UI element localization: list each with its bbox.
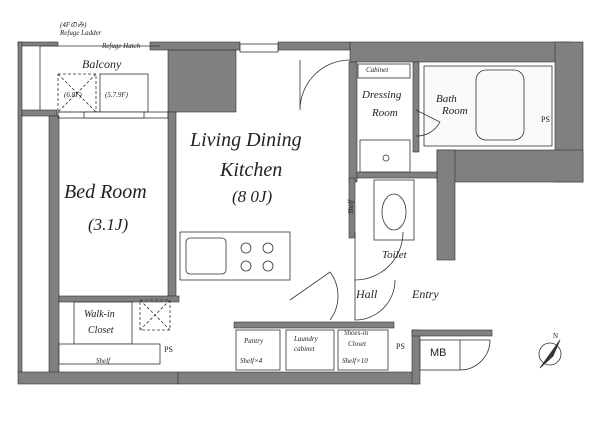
ps-left-label: PS	[164, 345, 173, 354]
pantry-shelf-label: Shelf×4	[240, 357, 263, 365]
walk-in-box	[73, 301, 133, 345]
refuge-ladder-note: (4Fのみ)	[60, 21, 87, 29]
doors	[289, 59, 491, 371]
refuge-hatch-label: Refuge Hatch	[102, 42, 141, 50]
shoes-closet-label-2: Closet	[348, 340, 366, 348]
dressing-room-label-1: Dressing	[362, 89, 402, 101]
ldk-label-2: Kitchen	[220, 159, 283, 181]
balcony-height-right: (5.7.9F)	[105, 91, 128, 99]
entry-label: Entry	[412, 287, 439, 301]
fridge-space	[139, 299, 171, 331]
north-label: N	[553, 332, 559, 340]
storage-boxes	[235, 329, 461, 371]
kitchen-counter	[179, 231, 291, 281]
mb-label: MB	[430, 347, 447, 359]
bathtub	[423, 65, 553, 147]
balcony-label: Balcony	[82, 57, 122, 71]
bath-room-label-1: Bath	[436, 93, 457, 105]
walls	[17, 41, 584, 385]
north-arrow	[538, 339, 562, 369]
shoes-closet-label-1: Shoes-in	[344, 329, 369, 337]
pantry-label: Pantry	[244, 337, 264, 345]
hall-label: Hall	[356, 287, 378, 301]
bed-room-label: Bed Room	[64, 181, 147, 203]
walk-in-closet-label-1: Walk-in	[84, 309, 115, 320]
balcony-height-left: (6.8F)	[64, 91, 82, 99]
washbasin	[359, 139, 411, 173]
toilet-label: Toilet	[382, 249, 407, 261]
ps-center-label: PS	[396, 342, 405, 351]
windows	[83, 43, 279, 119]
ps-right-label: PS	[541, 115, 550, 124]
toilet-fixture	[373, 179, 415, 241]
shelf-bottom-box	[58, 343, 161, 365]
cabinet-box	[357, 63, 411, 79]
bed-room-size: (3.1J)	[88, 215, 129, 234]
ldk-label-1: Living Dining	[190, 129, 302, 151]
laundry-label-1: Laundry	[294, 335, 318, 343]
refuge-ladder-label: Refuge Ladder	[60, 29, 102, 37]
walk-in-closet-label-2: Closet	[88, 325, 114, 336]
ldk-size: (8 0J)	[232, 187, 273, 206]
shelf-bottom-label: Shelf	[96, 357, 110, 365]
shelf-side-label: Shelf	[347, 200, 355, 214]
dressing-room-label-2: Room	[372, 107, 398, 119]
laundry-label-2: cabinet	[294, 345, 315, 353]
bath-room-label-2: Room	[442, 105, 468, 117]
cabinet-label: Cabinet	[366, 66, 389, 74]
shoes-shelf-label: Shelf×10	[342, 357, 368, 365]
